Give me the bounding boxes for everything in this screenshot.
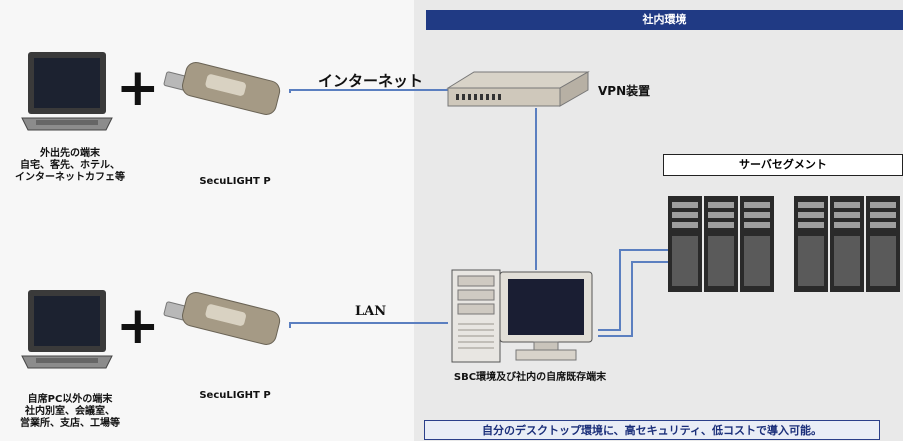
remote-terminal-label: 外出先の端末 自宅、客先、ホテル、 インターネットカフェ等 (2, 148, 138, 184)
laptop-icon-bottom (21, 290, 113, 369)
sbc-environment-label: SBC環境及び社内の自席既存端末 (453, 372, 607, 383)
remote-terminal-detail-1: 自宅、客先、ホテル、 (20, 160, 120, 171)
server-rack-icon-1 (668, 196, 774, 292)
server-link-line-2 (598, 261, 668, 337)
seculight-label-top: SecuLIGHT P (199, 176, 271, 187)
server-link-line-1 (598, 249, 668, 331)
vpn-device-label: VPN装置 (598, 84, 651, 98)
server-segment-title: サーバセグメント (663, 154, 903, 176)
seculight-label-bottom: SecuLIGHT P (199, 390, 271, 401)
lan-line (289, 322, 448, 328)
vpn-device-icon (446, 71, 590, 107)
office-terminal-detail-2: 営業所、支店、工場等 (20, 418, 120, 429)
remote-terminal-detail-2: インターネットカフェ等 (15, 172, 125, 183)
plus-sign-bottom: + (116, 296, 160, 356)
plus-sign-top: + (116, 58, 160, 118)
internal-environment-header: 社内環境 (426, 10, 903, 30)
server-tower-icon (451, 269, 501, 363)
laptop-icon-top (21, 52, 113, 131)
lan-label: LAN (355, 304, 387, 319)
server-rack-icon-2 (794, 196, 900, 292)
office-terminal-title: 自席PC以外の端末 (27, 394, 113, 405)
office-terminal-label: 自席PC以外の端末 社内別室、会議室、 営業所、支店、工場等 (2, 394, 138, 430)
footer-message: 自分のデスクトップ環境に、高セキュリティ、低コストで導入可能。 (424, 420, 880, 440)
monitor-icon (499, 271, 593, 361)
usb-key-icon-top (163, 61, 281, 115)
connection-lines (289, 89, 668, 337)
internet-line (289, 89, 452, 93)
internet-label: インターネット (318, 72, 424, 90)
usb-key-icon-bottom (163, 291, 281, 345)
office-terminal-detail-1: 社内別室、会議室、 (25, 406, 115, 417)
remote-terminal-title: 外出先の端末 (40, 148, 100, 159)
